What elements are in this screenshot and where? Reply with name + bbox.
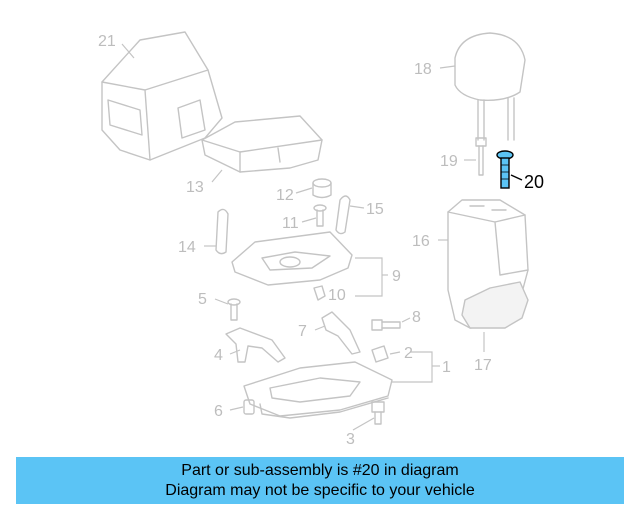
- callout-16: 16: [412, 233, 430, 250]
- callout-1: 1: [442, 359, 451, 376]
- callout-20: 20: [524, 172, 544, 192]
- part-7-bracket: [321, 311, 361, 355]
- callout-8: 8: [412, 309, 421, 326]
- part-18-headrest: [454, 32, 526, 141]
- part-4-bracket: [225, 327, 286, 363]
- part-14-strap: [215, 208, 229, 255]
- leader-20: [510, 174, 523, 181]
- part-11-bolt: [313, 204, 327, 227]
- callout-9: 9: [392, 268, 401, 285]
- part-10-clip: [313, 285, 326, 301]
- callout-6: 6: [214, 403, 223, 420]
- callout-19: 19: [440, 153, 458, 170]
- callout-15: 15: [366, 201, 384, 218]
- callout-17: 17: [474, 357, 492, 374]
- part-13-cushion: [201, 115, 323, 173]
- info-banner: Part or sub-assembly is #20 in diagram D…: [16, 457, 624, 504]
- part-8-bolt: [371, 319, 401, 331]
- callout-2: 2: [404, 345, 413, 362]
- part-3-bolt: [371, 401, 385, 425]
- part-20-highlighted: [496, 150, 514, 189]
- callout-4: 4: [214, 347, 223, 364]
- diagram-artwork: 21 18 13 19 20 12 15 11 16 14 9 10 5 8 7…: [98, 31, 544, 448]
- callout-18: 18: [414, 61, 432, 78]
- callout-5: 5: [198, 291, 207, 308]
- banner-line-1: Part or sub-assembly is #20 in diagram: [181, 461, 459, 479]
- part-5-bolt: [227, 298, 241, 321]
- leader-lines: [121, 43, 485, 431]
- part-17-cover: [461, 281, 529, 329]
- part-6-nut: [243, 399, 255, 415]
- banner-line-2: Diagram may not be specific to your vehi…: [165, 481, 475, 499]
- callout-labels: 21 18 13 19 20 12 15 11 16 14 9 10 5 8 7…: [98, 33, 544, 448]
- part-21-armrest-box: [101, 31, 223, 161]
- callout-12: 12: [276, 187, 294, 204]
- callout-14: 14: [178, 239, 196, 256]
- part-19-guide: [475, 137, 487, 176]
- part-9-tray: [231, 231, 353, 286]
- callout-3: 3: [346, 431, 355, 448]
- callout-7: 7: [298, 323, 307, 340]
- callout-10: 10: [328, 287, 346, 304]
- part-12-cap: [312, 178, 332, 199]
- callout-13: 13: [186, 179, 204, 196]
- callout-11: 11: [282, 215, 299, 232]
- part-1-base: [243, 361, 393, 419]
- callout-21: 21: [98, 33, 116, 50]
- part-2-clip: [371, 345, 389, 363]
- part-15-strap: [335, 195, 351, 235]
